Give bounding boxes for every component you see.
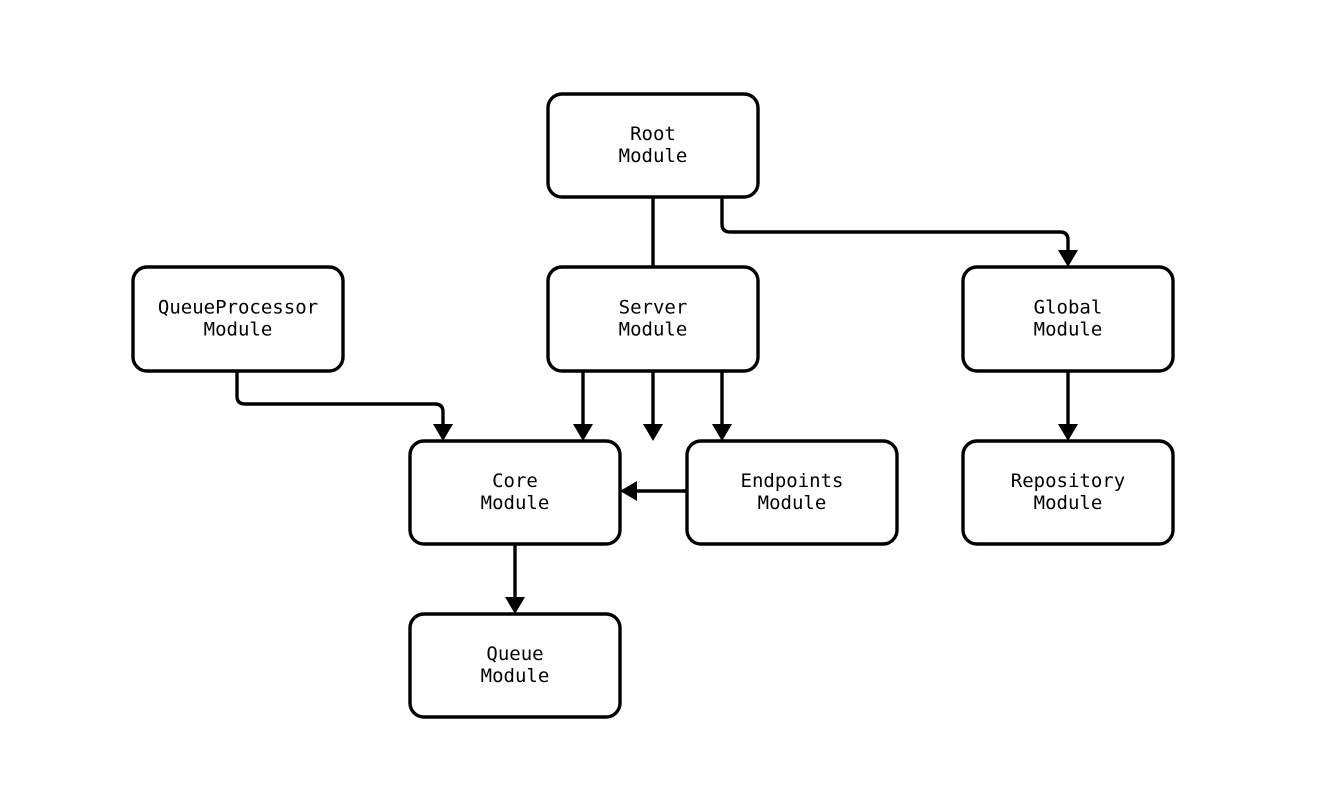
nodes-layer: RootModuleQueueProcessorModuleServerModu… <box>131 92 1175 719</box>
node-label-line1: Root <box>630 123 676 145</box>
arrow-head-icon <box>505 597 525 614</box>
node-label-line2: Module <box>619 319 688 341</box>
node-box[interactable] <box>961 265 1175 373</box>
edge-line <box>235 371 445 425</box>
node-label-line1: Core <box>492 470 538 492</box>
edge-core-to-queue <box>505 544 525 614</box>
node-label-line2: Module <box>758 492 827 514</box>
node-box[interactable] <box>131 265 345 373</box>
node-label-line1: Global <box>1034 297 1103 319</box>
node-box[interactable] <box>961 439 1175 546</box>
node-box[interactable] <box>408 439 622 546</box>
arrow-head-icon <box>433 424 453 441</box>
arrow-head-icon <box>620 481 637 501</box>
node-label-line2: Module <box>1034 492 1103 514</box>
node-label-line1: Endpoints <box>741 470 844 492</box>
edges-layer <box>235 197 1078 614</box>
node-label-line2: Module <box>1034 319 1103 341</box>
arrow-head-icon <box>1058 250 1078 267</box>
node-label-line1: Repository <box>1011 470 1125 492</box>
node-label-line1: QueueProcessor <box>158 297 318 319</box>
edge-queueprocessor-to-core <box>235 371 453 441</box>
node-box[interactable] <box>546 265 760 373</box>
edge-endpoints-to-core <box>620 481 687 501</box>
edge-line <box>720 197 1070 251</box>
arrow-head-icon <box>573 424 593 441</box>
node-label-line1: Queue <box>486 643 543 665</box>
node-label-line2: Module <box>481 492 550 514</box>
node-box[interactable] <box>685 439 899 546</box>
edge-global-to-repository <box>1058 371 1078 441</box>
edge-root-to-global <box>720 197 1078 267</box>
node-label-line2: Module <box>481 665 550 687</box>
arrow-head-icon <box>712 424 732 441</box>
node-box[interactable] <box>408 612 622 719</box>
arrow-head-icon <box>1058 424 1078 441</box>
arrow-head-icon <box>643 424 663 441</box>
node-label-line2: Module <box>619 145 688 167</box>
edge-server-to-endpoints <box>712 371 732 441</box>
node-label-line1: Server <box>619 297 688 319</box>
node-label-line2: Module <box>204 319 273 341</box>
node-box[interactable] <box>546 92 760 199</box>
edge-server-to-core <box>573 371 593 441</box>
